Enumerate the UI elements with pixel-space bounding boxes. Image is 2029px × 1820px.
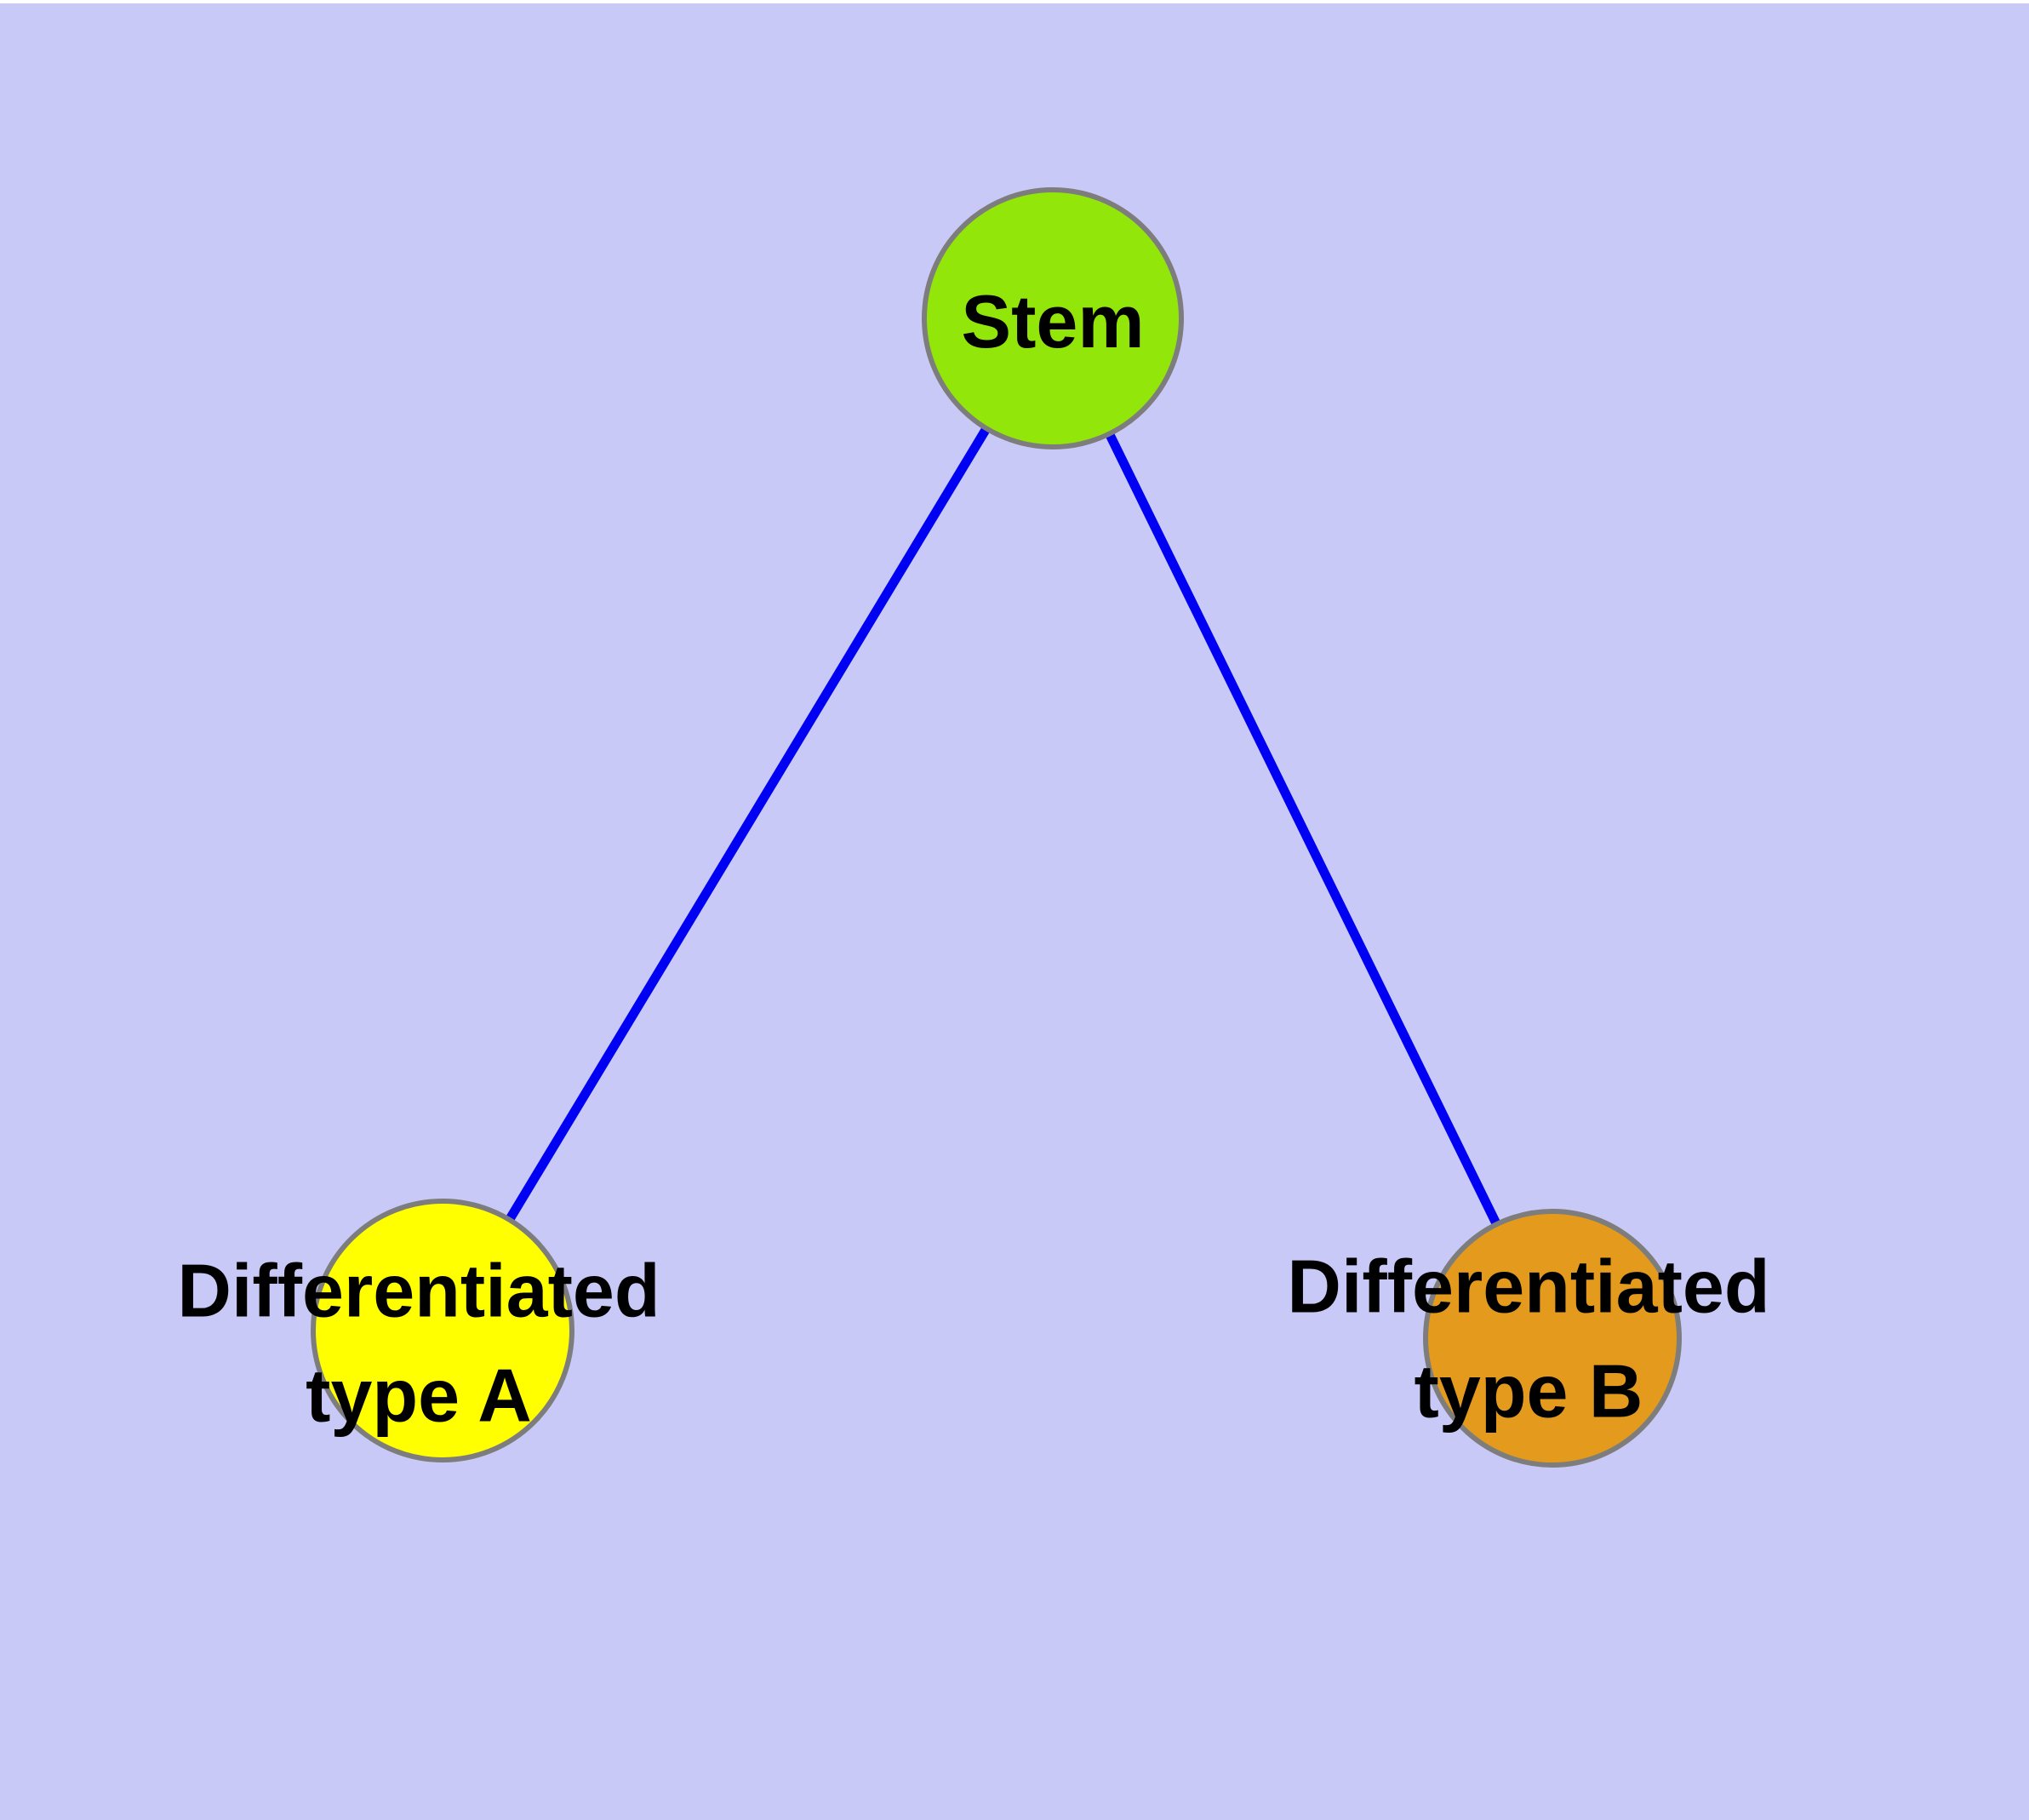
node-diff-a [311,1199,574,1462]
node-diff-b [1423,1209,1682,1468]
edge-stem-to-diff-a [438,316,1057,1333]
node-stem [922,187,1184,449]
nodes-layer [311,187,1682,1468]
edge-stem-to-diff-b [1049,316,1557,1341]
node-label-stem: Stem [961,279,1144,363]
edges-layer [438,316,1557,1341]
